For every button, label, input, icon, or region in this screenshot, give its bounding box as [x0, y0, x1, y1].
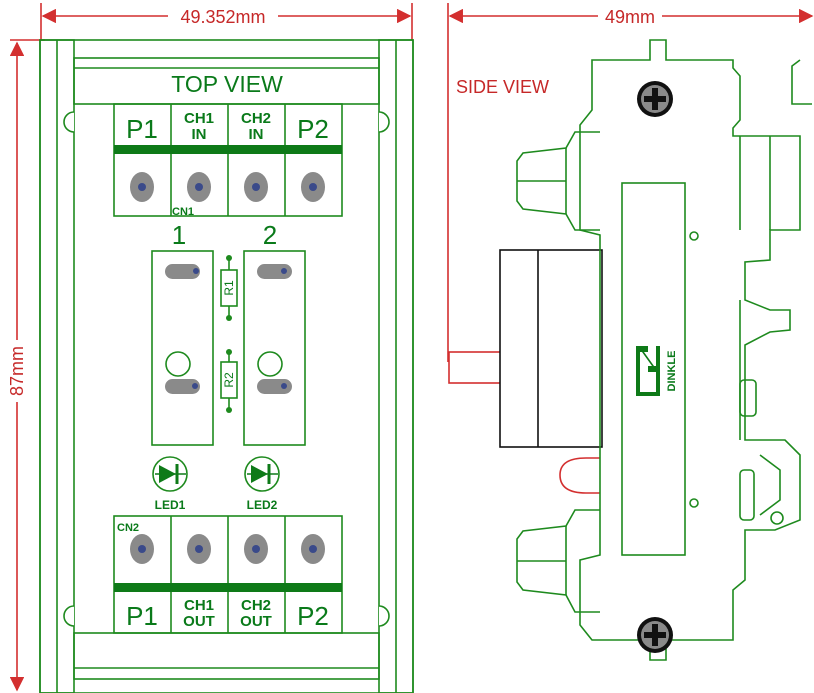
brand-label: DINKLE: [666, 351, 678, 392]
cn1-label-p2: P2: [297, 114, 329, 144]
screw-head-bottom[interactable]: [637, 617, 673, 653]
screw-terminal[interactable]: [187, 172, 211, 202]
dimension-side-width: 49mm: [447, 3, 814, 362]
cn1-label-in1: IN: [192, 126, 207, 143]
dinkle-logo: DINKLE: [636, 346, 678, 396]
label-slot: [621, 182, 686, 556]
screw-terminal[interactable]: [301, 172, 325, 202]
din-housing-outline: [579, 39, 801, 661]
channel-1-label: 1: [172, 220, 186, 250]
svg-text:R1: R1: [222, 280, 236, 296]
bottom-rail-clip: [73, 632, 380, 680]
screw-terminal[interactable]: [130, 172, 154, 202]
mount-hole-bl: [63, 605, 75, 627]
relay-body-side: [499, 249, 603, 448]
dimension-top-width: 49.352mm: [40, 3, 413, 40]
channel-2-label: 2: [263, 220, 277, 250]
top-width-label: 49.352mm: [180, 7, 265, 27]
cn2-label-ch2: CH2: [241, 597, 271, 614]
side-width-label: 49mm: [605, 7, 655, 27]
terminal-strip-top: [114, 145, 342, 154]
screw-head-top[interactable]: [637, 81, 673, 117]
screw-terminal[interactable]: [244, 534, 268, 564]
terminal-block-cn2: CN2 P1 CH1 OUT CH2 OUT P2: [113, 515, 343, 634]
cn2-label-out1: OUT: [183, 613, 215, 630]
cn2-label-p2: P2: [297, 601, 329, 631]
relay-pin: [448, 351, 502, 384]
terminal-block-cn1: P1 CH1 IN CH2 IN P2 CN1: [113, 103, 343, 218]
side-view: SIDE VIEW: [448, 39, 812, 661]
side-view-title: SIDE VIEW: [456, 77, 549, 97]
svg-text:R2: R2: [222, 372, 236, 388]
cn1-connector-label: CN1: [172, 206, 194, 218]
dimension-height: 87mm: [7, 39, 45, 692]
cn2-label-out2: OUT: [240, 613, 272, 630]
mount-hole-tr: [378, 111, 390, 133]
height-label: 87mm: [7, 346, 27, 396]
cn1-label-ch2: CH2: [241, 110, 271, 127]
relay-1: [151, 250, 214, 446]
led1-label: LED1: [155, 498, 186, 512]
screw-terminal[interactable]: [187, 534, 211, 564]
mount-hole-br: [378, 605, 390, 627]
top-view: TOP VIEW P1 CH1 IN CH2 IN P2 CN1 1 2: [39, 39, 414, 693]
led2-label: LED2: [247, 498, 278, 512]
terminal-strip-bottom: [114, 583, 342, 592]
led-lens: [559, 457, 600, 494]
cn2-label-p1: P1: [126, 601, 158, 631]
cn2-label-ch1: CH1: [184, 597, 214, 614]
screw-terminal[interactable]: [130, 534, 154, 564]
cn1-label-p1: P1: [126, 114, 158, 144]
resistor-r2: R2: [220, 349, 238, 413]
led-1: LED1: [152, 456, 188, 512]
screw-terminal[interactable]: [301, 534, 325, 564]
resistor-r1: R1: [220, 255, 238, 321]
relay-2: [243, 250, 306, 446]
mount-hole-tl: [63, 111, 75, 133]
screw-terminal[interactable]: [244, 172, 268, 202]
led-2: LED2: [244, 456, 280, 512]
cn1-label-ch1: CH1: [184, 110, 214, 127]
cn1-label-in2: IN: [249, 126, 264, 143]
top-view-title: TOP VIEW: [171, 71, 283, 97]
cn2-connector-label: CN2: [117, 522, 139, 534]
